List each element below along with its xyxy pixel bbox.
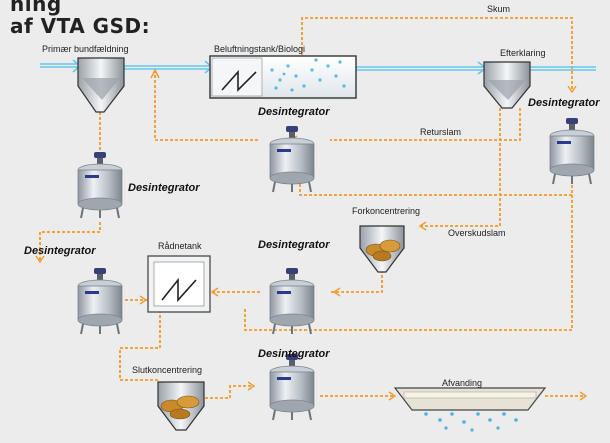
line-right-mid <box>299 140 572 196</box>
primary-clarifier <box>77 57 125 113</box>
disintegrator-6 <box>549 117 595 185</box>
pre-thickener <box>359 225 405 273</box>
arrowhead-skum <box>567 85 577 94</box>
disintegrator-4 <box>269 267 315 335</box>
label-beluft: Beluftningstank/Biologi <box>214 44 306 54</box>
label-retur: Returslam <box>420 127 462 137</box>
label-disintegrator-6: Desintegrator <box>528 97 600 109</box>
water-drops-icon <box>424 412 518 432</box>
arrowhead-dis5 <box>247 381 256 391</box>
blue-flow-lines <box>40 59 596 75</box>
line-dis1-to-dis2 <box>39 222 101 260</box>
label-raadnetank: Rådnetank <box>158 241 202 251</box>
digester-tank <box>147 255 211 313</box>
arrowhead-afvanding <box>388 391 397 401</box>
label-disintegrator-3: Desintegrator <box>258 106 330 118</box>
disintegrator-1 <box>77 151 123 219</box>
arrowhead-raadnetank <box>139 295 148 305</box>
arrowhead-dis2 <box>35 255 45 264</box>
arrowhead-inlet <box>150 68 160 79</box>
orange-flow-lines <box>39 17 585 399</box>
line-raadnetank-to-slut <box>119 310 161 381</box>
bubbles-icon <box>270 58 346 92</box>
secondary-clarifier <box>483 61 531 109</box>
aeration-tank <box>209 55 357 99</box>
arrowhead-dis4-in <box>332 287 341 297</box>
arrowhead-dis4-out <box>210 287 219 297</box>
disintegrator-5 <box>269 353 315 421</box>
label-efterklaring: Efterklaring <box>500 48 546 58</box>
label-slutkonc: Slutkoncentrering <box>132 365 203 375</box>
label-disintegrator-1: Desintegrator <box>128 182 200 194</box>
stirrer-icon <box>221 69 257 92</box>
label-primaer: Primær bundfældning <box>42 44 129 54</box>
line-skum <box>301 17 573 90</box>
heading-line-2: af VTA GSD: <box>10 14 151 38</box>
label-forkonc: Forkoncentrering <box>352 206 421 216</box>
label-overskud: Overskudslam <box>448 228 506 238</box>
line-right-loop <box>244 185 573 331</box>
line-overskud <box>420 108 501 227</box>
disintegrator-2 <box>77 267 123 335</box>
arrowhead-out <box>579 391 588 401</box>
final-thickener <box>157 381 205 431</box>
line-slut-to-dis5 <box>200 385 252 399</box>
line-forkonc-to-dis4 <box>330 270 383 293</box>
arrowhead-overskud <box>418 221 427 231</box>
heading-line-1: ning <box>10 0 62 16</box>
label-disintegrator-4: Desintegrator <box>258 239 330 251</box>
stirrer-icon <box>161 277 197 303</box>
disintegrator-3 <box>269 125 315 193</box>
label-afvanding: Afvanding <box>442 378 483 388</box>
label-disintegrator-5: Desintegrator <box>258 348 330 360</box>
label-skum: Skum <box>487 4 511 14</box>
dewatering-unit <box>393 387 547 432</box>
line-returslam <box>330 108 521 141</box>
line-dis3-to-inlet <box>154 72 258 141</box>
label-disintegrator-2: Desintegrator <box>24 245 96 257</box>
